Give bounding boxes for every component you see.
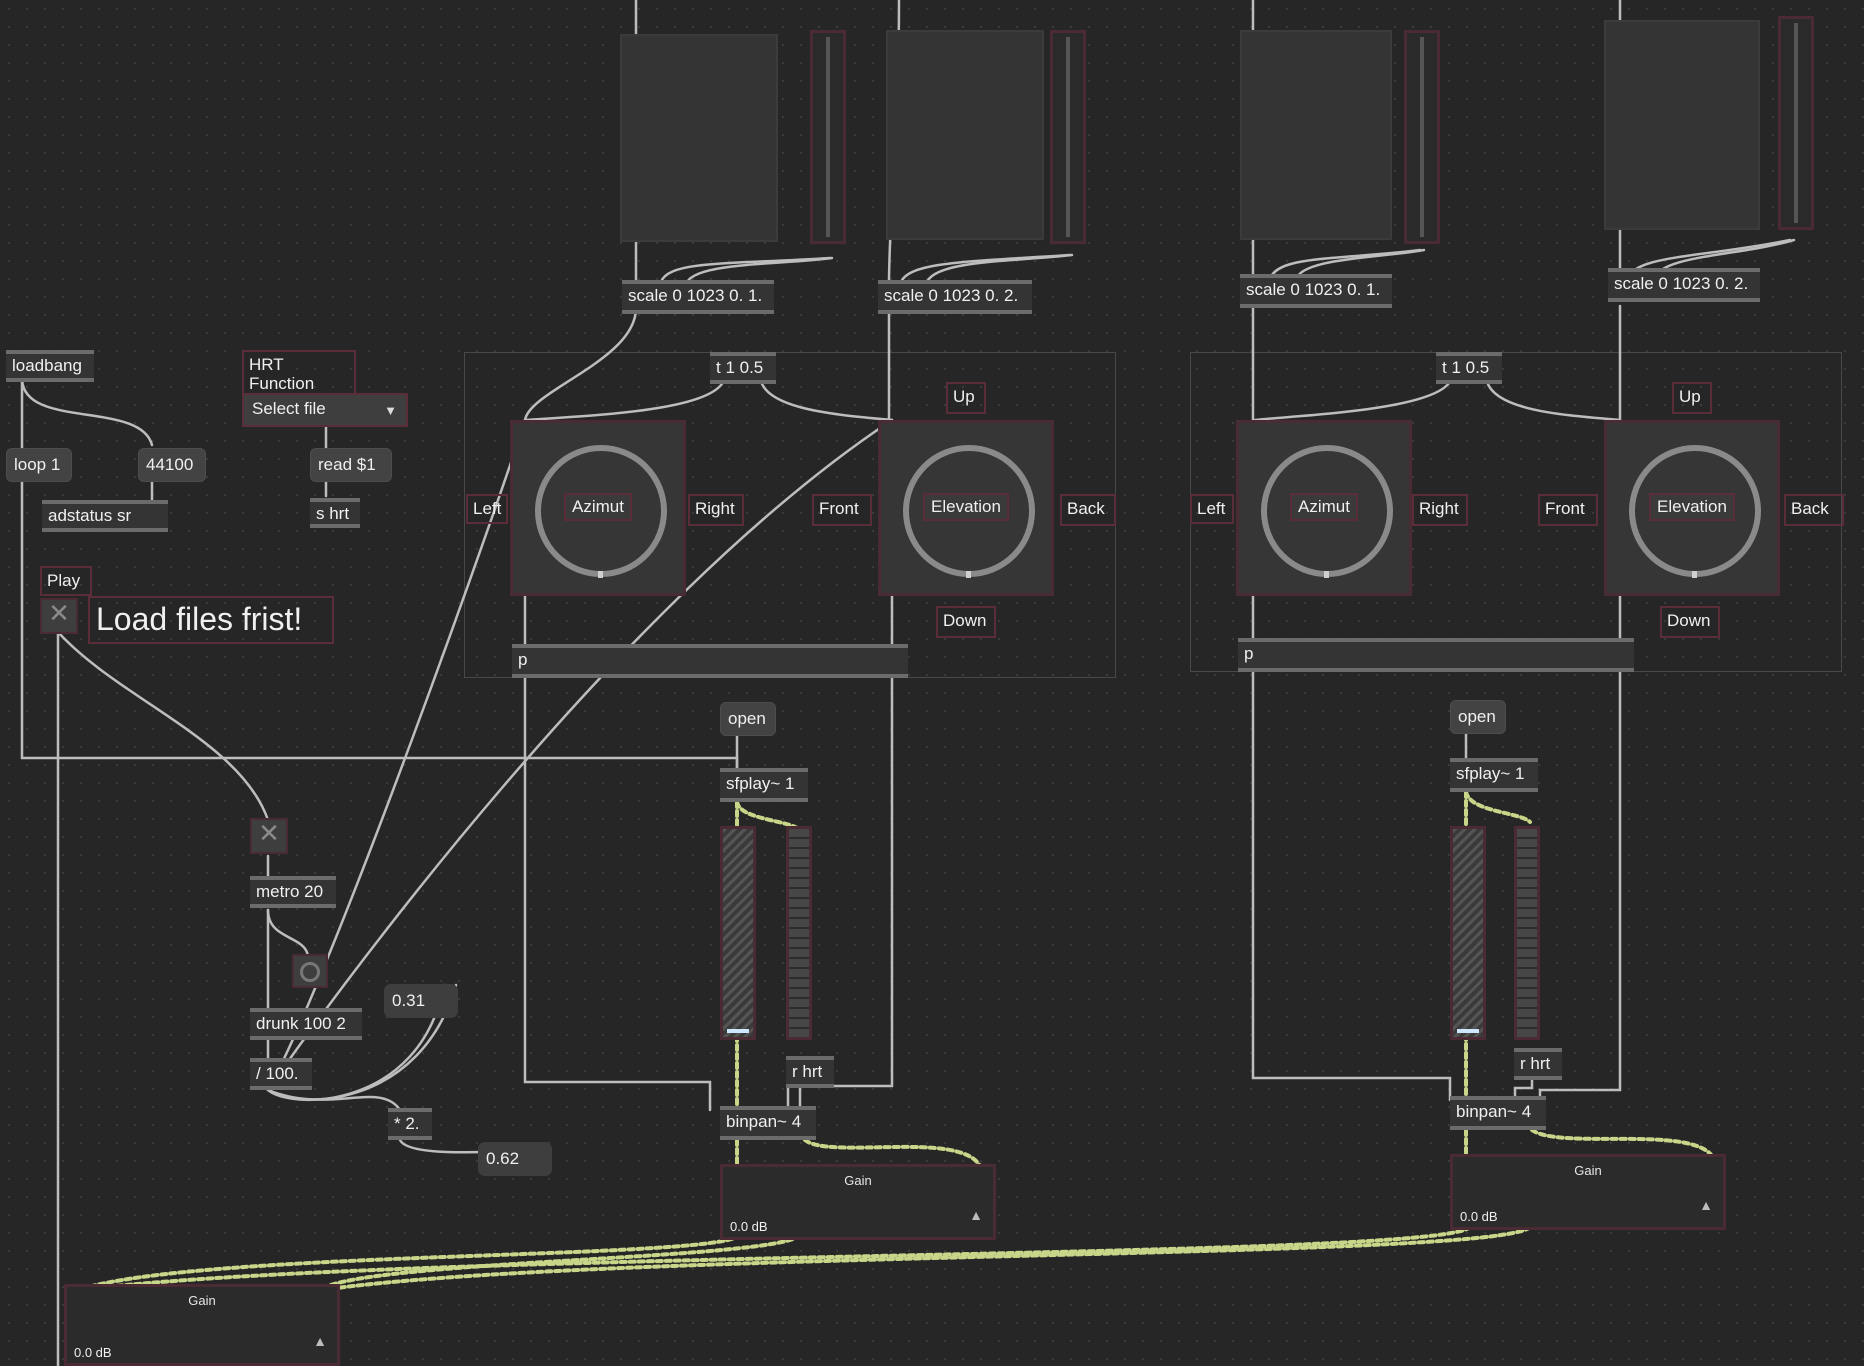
sample-rate-number[interactable]: 44100 bbox=[138, 448, 206, 482]
ch1-right-label: Right bbox=[688, 494, 744, 526]
ch2-front-label: Front bbox=[1538, 494, 1598, 526]
ch1-azimuth-vslider[interactable] bbox=[810, 30, 846, 244]
ch1-down-label: Down bbox=[936, 606, 996, 638]
ch1-gain-title: Gain bbox=[844, 1173, 872, 1188]
ch2-open-message[interactable]: open bbox=[1450, 700, 1506, 734]
ch2-trigger-object[interactable]: t 1 0.5 bbox=[1436, 352, 1502, 384]
caret-down-icon: ▼ bbox=[384, 403, 397, 418]
select-file-label: Select file bbox=[252, 399, 326, 418]
ch1-pack-object[interactable]: p bbox=[512, 644, 908, 678]
ch2-pack-object[interactable]: p bbox=[1238, 638, 1634, 672]
ch2-level-knob[interactable] bbox=[1457, 1029, 1479, 1033]
hrtf-file-menu[interactable]: Select file ▼ bbox=[242, 393, 408, 427]
azimuth-dial-tick bbox=[1324, 571, 1329, 578]
ch2-up-label: Up bbox=[1672, 382, 1712, 414]
ch2-azimuth-vslider[interactable] bbox=[1404, 30, 1440, 244]
ch2-azimuth-pad[interactable] bbox=[1240, 30, 1392, 240]
bang-circle-icon[interactable] bbox=[292, 954, 328, 988]
elevation-dial-tick bbox=[1692, 571, 1697, 578]
play-comment: Play bbox=[40, 566, 92, 596]
ch2-elevation-dial[interactable]: Elevation bbox=[1604, 420, 1780, 596]
ch2-back-label: Back bbox=[1784, 494, 1844, 526]
ch2-elevation-dial-label: Elevation bbox=[1649, 493, 1735, 521]
ch2-down-label: Down bbox=[1660, 606, 1720, 638]
ch1-open-message[interactable]: open bbox=[720, 702, 776, 736]
multiply-object[interactable]: * 2. bbox=[388, 1108, 432, 1140]
ch2-binpan-object[interactable]: binpan~ 4 bbox=[1450, 1096, 1546, 1130]
ch1-elevation-dial-label: Elevation bbox=[923, 493, 1009, 521]
ch1-gain-slider[interactable]: Gain 0.0 dB ▲ bbox=[720, 1164, 996, 1240]
ch2-level-slider[interactable] bbox=[1450, 826, 1486, 1040]
ch1-left-label: Left bbox=[466, 494, 508, 524]
metro-toggle-x-icon[interactable]: ✕ bbox=[250, 818, 288, 854]
ch2-left-label: Left bbox=[1190, 494, 1234, 524]
ch2-scale-azimuth[interactable]: scale 0 1023 0. 1. bbox=[1240, 274, 1392, 308]
load-files-warning: Load files frist! bbox=[88, 596, 334, 644]
ch2-azimuth-dial-label: Azimut bbox=[1290, 493, 1358, 521]
ch1-azimuth-dial-label: Azimut bbox=[564, 493, 632, 521]
ch2-scale-elevation[interactable]: scale 0 1023 0. 2. bbox=[1608, 268, 1760, 302]
ch1-elevation-pad[interactable] bbox=[886, 30, 1044, 240]
ch1-elevation-vslider[interactable] bbox=[1050, 30, 1086, 244]
ch2-gain-title: Gain bbox=[1574, 1163, 1602, 1178]
ch2-gain-value: 0.0 dB bbox=[1460, 1209, 1498, 1224]
ch2-elevation-pad[interactable] bbox=[1604, 20, 1760, 230]
float-number-b[interactable]: 0.62 bbox=[478, 1142, 552, 1176]
ch1-receive-hrt-object[interactable]: r hrt bbox=[786, 1056, 834, 1088]
ch2-elevation-vslider[interactable] bbox=[1778, 16, 1814, 230]
master-gain-slider[interactable]: Gain 0.0 dB ▲ bbox=[64, 1284, 340, 1366]
ch1-trigger-object[interactable]: t 1 0.5 bbox=[710, 352, 776, 384]
ch1-level-slider[interactable] bbox=[720, 826, 756, 1040]
loop-message[interactable]: loop 1 bbox=[6, 448, 72, 482]
ch1-scale-azimuth[interactable]: scale 0 1023 0. 1. bbox=[622, 280, 774, 314]
ch2-gain-slider[interactable]: Gain 0.0 dB ▲ bbox=[1450, 1154, 1726, 1230]
ch1-level-knob[interactable] bbox=[727, 1029, 749, 1033]
send-hrt-object[interactable]: s hrt bbox=[310, 498, 360, 528]
ch2-sfplay-object[interactable]: sfplay~ 1 bbox=[1450, 758, 1538, 792]
loadbang-object[interactable]: loadbang bbox=[6, 350, 94, 382]
ch1-front-label: Front bbox=[812, 494, 872, 526]
ch1-binpan-object[interactable]: binpan~ 4 bbox=[720, 1106, 816, 1140]
ch2-right-label: Right bbox=[1412, 494, 1468, 526]
ch1-sfplay-object[interactable]: sfplay~ 1 bbox=[720, 768, 808, 802]
float-number-a[interactable]: 0.31 bbox=[384, 984, 458, 1018]
ch2-level-meter bbox=[1514, 826, 1540, 1040]
read-message[interactable]: read $1 bbox=[310, 448, 392, 482]
adstatus-object[interactable]: adstatus sr bbox=[42, 500, 168, 532]
ch1-azimuth-pad[interactable] bbox=[620, 34, 778, 242]
ch1-elevation-dial[interactable]: Elevation bbox=[878, 420, 1054, 596]
drunk-object[interactable]: drunk 100 2 bbox=[250, 1008, 362, 1040]
ch1-up-label: Up bbox=[946, 382, 986, 414]
ch2-receive-hrt-object[interactable]: r hrt bbox=[1514, 1048, 1562, 1080]
elevation-dial-tick bbox=[966, 571, 971, 578]
play-toggle-x-icon[interactable]: ✕ bbox=[40, 598, 78, 634]
metro-object[interactable]: metro 20 bbox=[250, 876, 336, 908]
master-gain-value: 0.0 dB bbox=[74, 1345, 112, 1360]
ch2-azimuth-dial[interactable]: Azimut bbox=[1236, 420, 1412, 596]
master-gain-title: Gain bbox=[188, 1293, 216, 1308]
ch1-back-label: Back bbox=[1060, 494, 1116, 526]
triangle-up-icon: ▲ bbox=[969, 1207, 983, 1223]
triangle-up-icon: ▲ bbox=[1699, 1197, 1713, 1213]
ch1-level-meter bbox=[786, 826, 812, 1040]
divide-object[interactable]: / 100. bbox=[250, 1058, 312, 1090]
azimuth-dial-tick bbox=[598, 571, 603, 578]
ch1-scale-elevation[interactable]: scale 0 1023 0. 2. bbox=[878, 280, 1032, 314]
triangle-up-icon: ▲ bbox=[313, 1333, 327, 1349]
ch1-gain-value: 0.0 dB bbox=[730, 1219, 768, 1234]
ch1-azimuth-dial[interactable]: Azimut bbox=[510, 420, 686, 596]
